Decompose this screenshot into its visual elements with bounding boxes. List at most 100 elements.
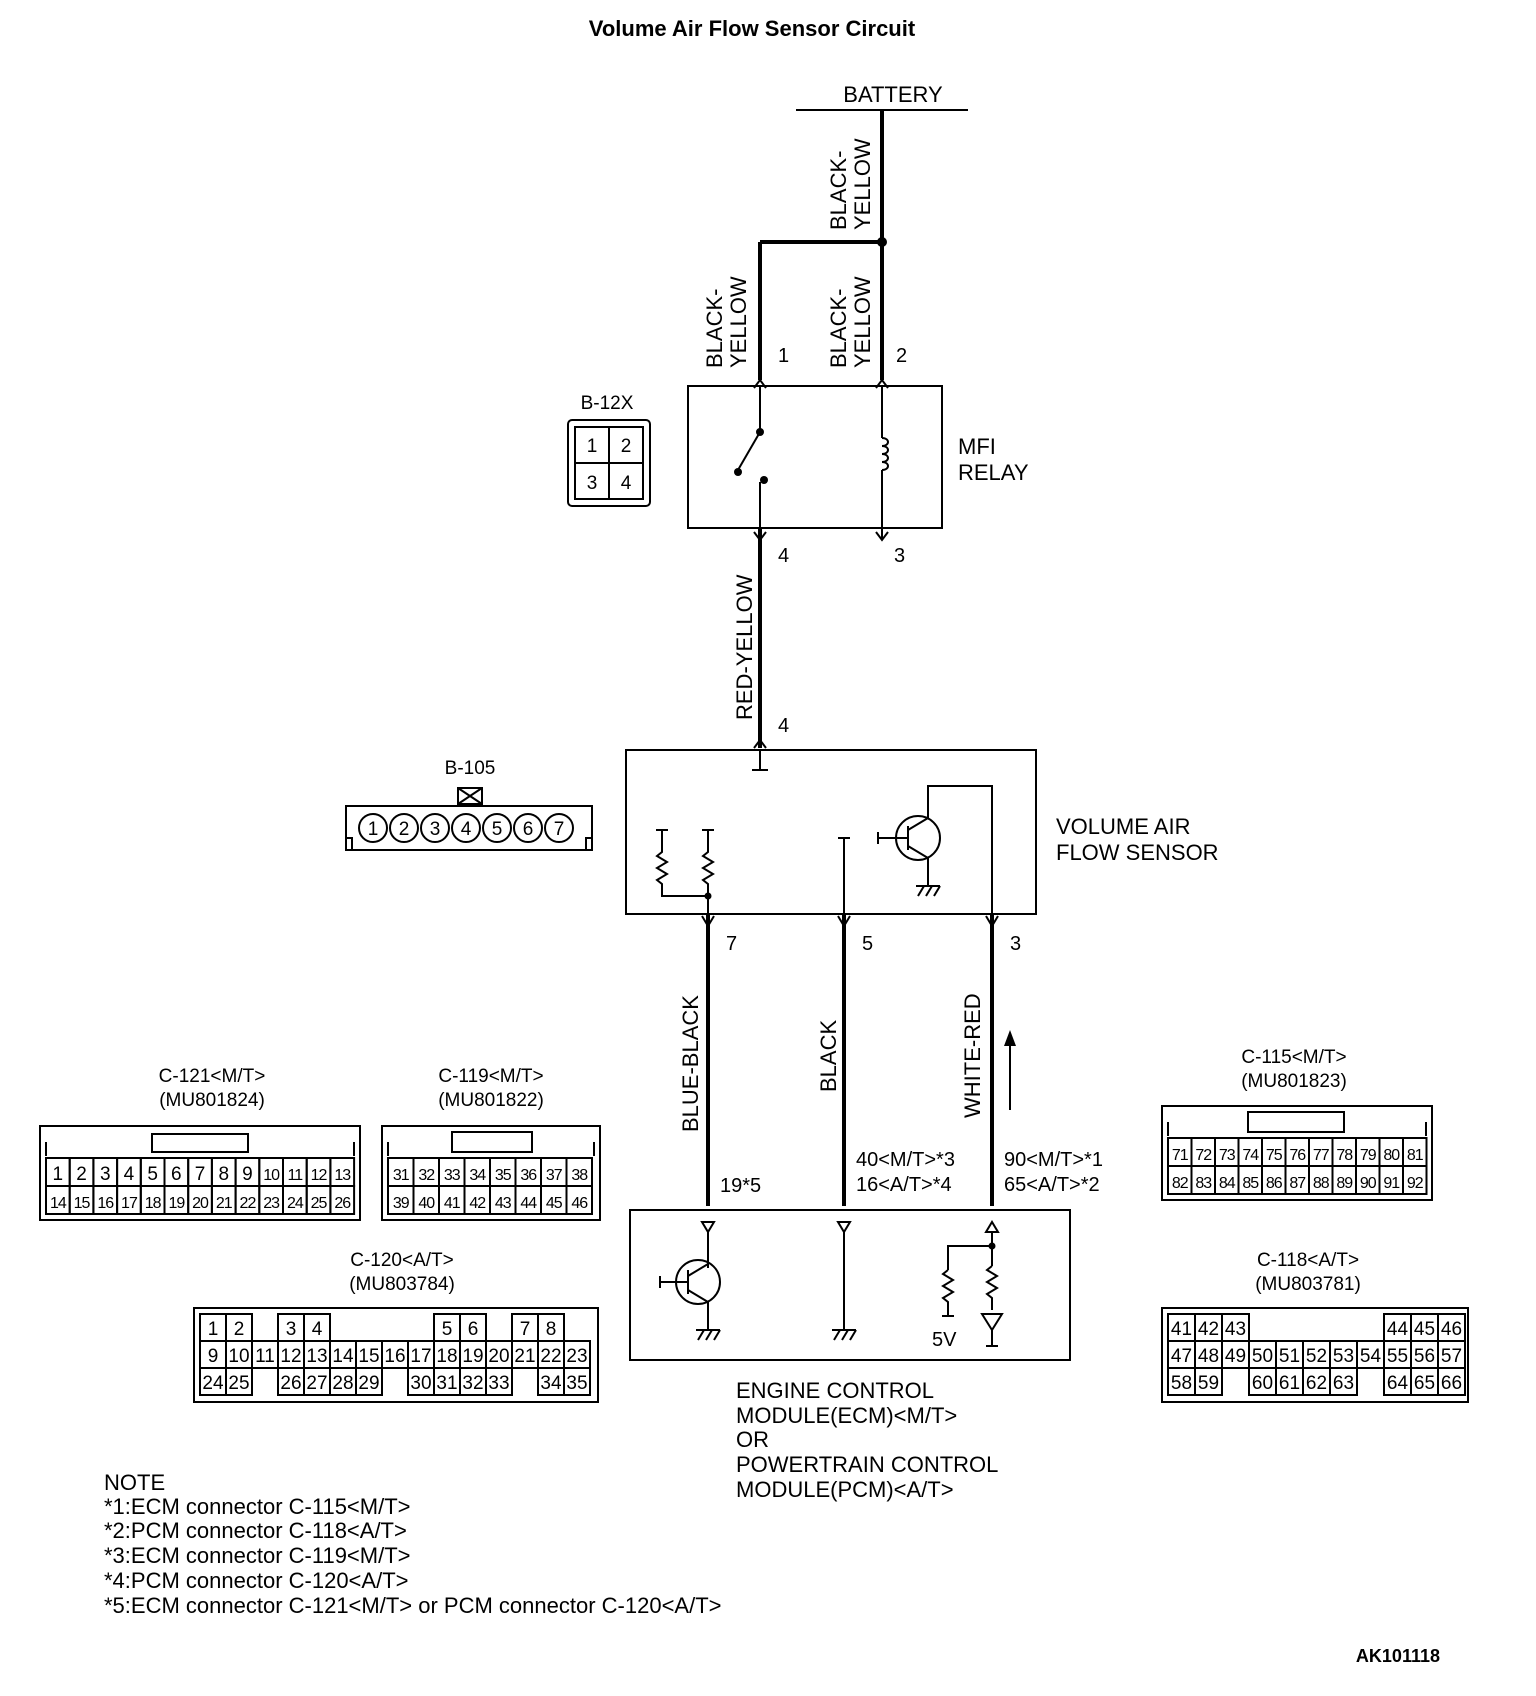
connector-c120-pin: 10 bbox=[228, 1346, 249, 1367]
connector-c118-pin: 57 bbox=[1441, 1346, 1462, 1367]
connector-c120-pin: 23 bbox=[566, 1346, 587, 1367]
connector-c118-pin: 46 bbox=[1441, 1319, 1462, 1340]
connector-b105-latch bbox=[457, 787, 483, 805]
connector-c120-pin: 31 bbox=[436, 1373, 457, 1394]
figure-code: AK101118 bbox=[1356, 1646, 1440, 1666]
ecm-label-line: MODULE(PCM)<A/T> bbox=[736, 1477, 954, 1502]
connector-c120-name: C-120<A/T> bbox=[350, 1250, 454, 1271]
connector-b105-pin bbox=[451, 813, 481, 843]
connector-c121-pin: 14 bbox=[50, 1195, 67, 1212]
pin-ecm-line: 90<M/T>*1 bbox=[1004, 1149, 1103, 1171]
connector-c120-pin: 12 bbox=[280, 1346, 301, 1367]
connector-c118-pin: 44 bbox=[1387, 1319, 1409, 1340]
ecm-label-line: MODULE(ECM)<M/T> bbox=[736, 1403, 957, 1428]
connector-c115-pin: 79 bbox=[1360, 1147, 1377, 1164]
connector-b105-pin-label: 5 bbox=[492, 819, 503, 840]
sensor-resistor-right bbox=[701, 830, 715, 914]
connector-b12x-pin: 2 bbox=[621, 436, 632, 457]
pin-arrow bbox=[875, 378, 889, 389]
connector-c118-pin: 47 bbox=[1171, 1346, 1192, 1367]
connector-c118-pin: 45 bbox=[1414, 1319, 1435, 1340]
connector-c120-pin: 34 bbox=[540, 1373, 562, 1394]
connector-c119-key bbox=[451, 1131, 533, 1153]
connector-c118-cell bbox=[1329, 1367, 1358, 1396]
connector-c115-name: C-115<M/T> bbox=[1241, 1047, 1346, 1068]
connector-c119-pin: 44 bbox=[520, 1195, 537, 1212]
connector-b105-pin bbox=[544, 813, 574, 843]
connector-c120-pin: 1 bbox=[208, 1319, 219, 1340]
connector-c121-pin: 25 bbox=[311, 1195, 328, 1212]
connector-c115-pin: 85 bbox=[1242, 1175, 1259, 1192]
relay-coil bbox=[881, 437, 889, 471]
connector-b105-pin bbox=[482, 813, 512, 843]
connector-c119-pin: 43 bbox=[495, 1195, 512, 1212]
connector-c121-pin: 17 bbox=[121, 1195, 138, 1212]
wire-label-line: YELLOW bbox=[850, 138, 875, 230]
transistor-collector bbox=[907, 817, 929, 831]
connector-c120-pin: 22 bbox=[540, 1346, 561, 1367]
connector-c120-cell bbox=[485, 1367, 513, 1396]
connector-c119-shroud bbox=[387, 1142, 595, 1156]
connector-c120-pin: 18 bbox=[436, 1346, 457, 1367]
pin-relay-2: 2 bbox=[896, 345, 907, 367]
connector-c118 bbox=[1161, 1307, 1469, 1403]
connector-c120-pin: 20 bbox=[488, 1346, 509, 1367]
ecm-transistor-emitter bbox=[687, 1289, 709, 1303]
connector-c119-pin: 31 bbox=[393, 1167, 410, 1184]
connector-c120-pin: 8 bbox=[546, 1319, 557, 1340]
connector-c120-pin: 25 bbox=[228, 1373, 249, 1394]
connector-c121-pin: 3 bbox=[100, 1164, 111, 1185]
connector-b12x-pin: 1 bbox=[587, 436, 598, 457]
pin-arrow bbox=[753, 738, 767, 749]
connector-b105-pin-label: 1 bbox=[368, 819, 379, 840]
connector-b105-pin-label: 6 bbox=[523, 819, 534, 840]
connector-c121-pin: 5 bbox=[147, 1164, 158, 1185]
connector-c118-part: (MU803781) bbox=[1255, 1274, 1361, 1295]
connector-c115-pin: 72 bbox=[1195, 1147, 1212, 1164]
connector-c119 bbox=[381, 1125, 601, 1221]
ecm-input-icon bbox=[700, 1221, 716, 1234]
connector-c120-pin: 6 bbox=[468, 1319, 479, 1340]
connector-c119-pin: 34 bbox=[469, 1167, 486, 1184]
pin-ecm-line: 16<A/T>*4 bbox=[856, 1174, 952, 1196]
connector-c121-cell bbox=[329, 1185, 356, 1215]
connector-b12x-name: B-12X bbox=[581, 393, 634, 414]
note-line: *1:ECM connector C-115<M/T> bbox=[104, 1494, 411, 1519]
ecm-label-line: POWERTRAIN CONTROL bbox=[736, 1452, 998, 1477]
transistor-to-pin3 bbox=[927, 785, 993, 914]
ecm-label: ENGINE CONTROL MODULE(ECM)<M/T> OR POWER… bbox=[736, 1378, 1004, 1502]
connector-b105-pin bbox=[513, 813, 543, 843]
connector-b105-pin bbox=[358, 813, 388, 843]
connector-c115-part: (MU801823) bbox=[1241, 1071, 1347, 1092]
connector-c118-pin: 43 bbox=[1225, 1319, 1246, 1340]
note-line: *5:ECM connector C-121<M/T> or PCM conne… bbox=[104, 1593, 721, 1618]
wire-label-line: BLACK- bbox=[702, 289, 727, 368]
connector-c121 bbox=[39, 1125, 361, 1221]
connector-c119-pin: 39 bbox=[393, 1195, 410, 1212]
ecm-label-line: OR bbox=[736, 1427, 769, 1452]
connector-c119-pin: 35 bbox=[495, 1167, 512, 1184]
relay-label-line: RELAY bbox=[958, 460, 1029, 485]
connector-b12x-pin: 3 bbox=[587, 473, 598, 494]
sensor-label-line: VOLUME AIR bbox=[1056, 814, 1190, 839]
connector-c121-pin: 19 bbox=[168, 1195, 185, 1212]
connector-c119-pin: 46 bbox=[571, 1195, 588, 1212]
relay-label-line: MFI bbox=[958, 434, 996, 459]
ecm-pullup-resistor bbox=[941, 1269, 955, 1316]
connector-c118-pin: 61 bbox=[1279, 1373, 1300, 1394]
connector-c115-pin: 80 bbox=[1383, 1147, 1400, 1164]
connector-c121-part: (MU801824) bbox=[159, 1090, 265, 1111]
connector-b105 bbox=[345, 805, 593, 851]
connector-c118-pin: 65 bbox=[1414, 1373, 1435, 1394]
connector-c119-name: C-119<M/T> bbox=[438, 1066, 543, 1087]
connector-c115-pin: 83 bbox=[1195, 1175, 1212, 1192]
connector-c118-pin: 41 bbox=[1171, 1319, 1192, 1340]
connector-c121-pin: 18 bbox=[145, 1195, 162, 1212]
connector-c115-pin: 77 bbox=[1313, 1147, 1330, 1164]
ecm-buffer-icon bbox=[980, 1313, 1004, 1332]
connector-c115-pin: 84 bbox=[1219, 1175, 1236, 1192]
connector-c121-pin: 9 bbox=[242, 1164, 253, 1185]
